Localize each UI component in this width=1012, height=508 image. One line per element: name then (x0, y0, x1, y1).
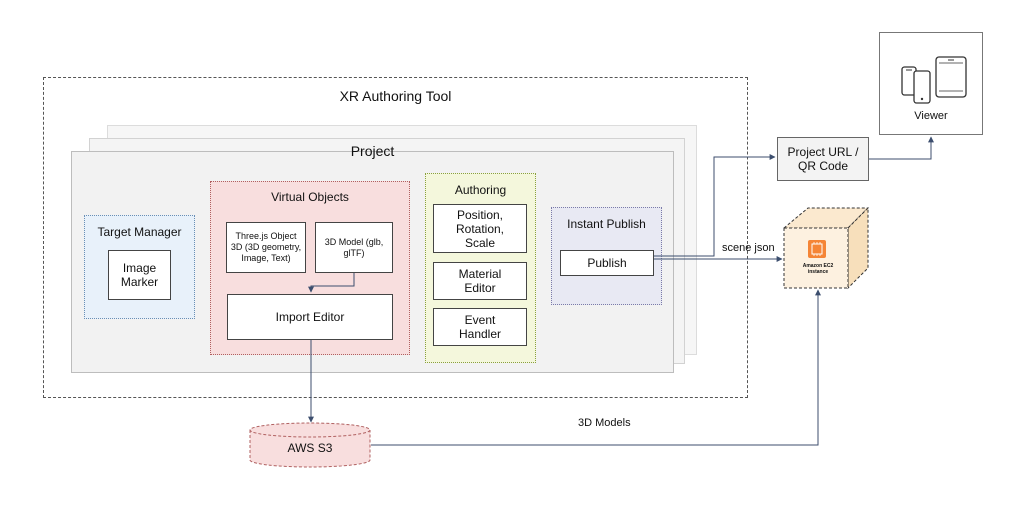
material-editor-label: Material Editor (458, 267, 502, 295)
xr-authoring-tool-container (43, 77, 748, 398)
publish-button[interactable]: Publish (560, 250, 654, 276)
authoring-title: Authoring (454, 183, 507, 197)
scene-json-edge-label: scene json (722, 242, 775, 254)
model-to-import-arrow (308, 273, 355, 293)
image-marker-label: Image Marker (120, 261, 159, 289)
ec2-icon (808, 240, 826, 258)
ec2-instance-label: Amazon EC2 instance (802, 263, 834, 275)
aws-s3-cylinder (249, 422, 371, 468)
target-manager-title: Target Manager (97, 225, 182, 239)
3d-model-box[interactable]: 3D Model (glb, glTF) (315, 222, 393, 273)
threejs-object-box[interactable]: Three.js Object 3D (3D geometry, Image, … (226, 222, 306, 273)
import-editor-label: Import Editor (275, 310, 345, 324)
viewer-label: Viewer (914, 110, 948, 122)
3d-models-edge-label: 3D Models (578, 417, 631, 429)
virtual-objects-title: Virtual Objects (271, 190, 349, 204)
url-to-viewer-arrow (869, 136, 934, 160)
import-editor-box[interactable]: Import Editor (227, 294, 393, 340)
aws-s3-label: AWS S3 (287, 441, 333, 455)
event-handler-label: Event Handler (458, 313, 502, 341)
image-marker-box[interactable]: Image Marker (108, 250, 171, 300)
target-manager-group (84, 215, 195, 319)
project-title: Project (350, 143, 395, 159)
position-rotation-scale-label: Position, Rotation, Scale (455, 207, 505, 250)
event-handler-box[interactable]: Event Handler (433, 308, 527, 346)
instant-publish-title: Instant Publish (567, 217, 646, 231)
project-url-qr-label: Project URL / QR Code (787, 145, 859, 173)
s3-to-ec2-arrow (371, 289, 821, 446)
publish-to-url-arrow (654, 154, 776, 257)
threejs-object-label: Three.js Object 3D (3D geometry, Image, … (230, 231, 302, 263)
material-editor-box[interactable]: Material Editor (433, 262, 527, 300)
devices-icon (901, 56, 967, 104)
xr-authoring-tool-title: XR Authoring Tool (339, 88, 452, 104)
viewer-box[interactable] (879, 32, 983, 135)
3d-model-label: 3D Model (glb, glTF) (324, 236, 384, 258)
position-rotation-scale-box[interactable]: Position, Rotation, Scale (433, 204, 527, 253)
project-url-qr-box[interactable]: Project URL / QR Code (777, 137, 869, 181)
publish-label: Publish (587, 256, 627, 270)
ec2-cube (782, 206, 870, 290)
